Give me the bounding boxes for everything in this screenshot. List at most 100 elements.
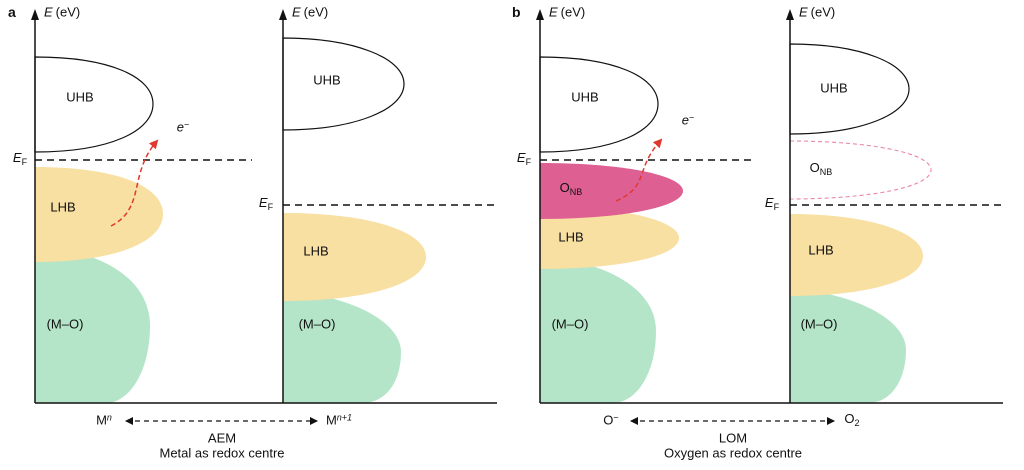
caption-a: Metal as redox centre	[159, 447, 284, 460]
mo-text: (M–O)	[551, 316, 589, 332]
onb-label-3: ONB	[560, 181, 583, 197]
mo-band-4	[790, 289, 906, 403]
mo-label-2: (M–O)	[299, 318, 336, 331]
uhb-band-4	[789, 43, 910, 135]
lhb-band-2	[283, 213, 426, 301]
uhb-text: UHB	[66, 89, 94, 105]
axis-arrowhead-3	[536, 9, 544, 20]
lhb-label-2: LHB	[303, 245, 328, 258]
species-superscript: −	[613, 412, 619, 423]
axis-arrowhead-2	[279, 9, 287, 20]
energy-symbol: E	[549, 4, 558, 20]
species-a-left: Mn	[96, 412, 112, 428]
axis-arrowhead-4	[786, 9, 794, 20]
electron-text: e	[681, 112, 689, 128]
energy-symbol: E	[292, 4, 301, 20]
species-subscript: 2	[854, 418, 860, 428]
uhb-label-3: UHB	[571, 91, 598, 104]
fermi-symbol: E	[258, 195, 268, 210]
energy-symbol: E	[44, 4, 53, 20]
energy-unit: (eV)	[55, 4, 81, 20]
electron-label-3: e−	[681, 112, 695, 128]
mo-label-1: (M–O)	[47, 318, 84, 331]
fermi-label-1: EF	[13, 151, 27, 167]
mo-label-3: (M–O)	[552, 318, 589, 331]
axis-label-2: E(eV)	[292, 6, 328, 19]
electron-label-1: e−	[176, 119, 190, 135]
mo-band-2	[283, 291, 401, 403]
fermi-subscript: F	[21, 157, 28, 167]
axis-label-4: E(eV)	[799, 6, 835, 19]
lhb-text: LHB	[558, 229, 584, 245]
panel-a-tag: a	[8, 5, 16, 19]
axis-arrowhead-1	[31, 9, 39, 20]
mechanism-text: AEM	[207, 430, 237, 446]
species-b-right: O2	[844, 412, 859, 428]
uhb-band-1	[34, 56, 154, 153]
fermi-subscript: F	[267, 202, 274, 212]
uhb-text: UHB	[571, 89, 599, 105]
fermi-label-3: EF	[517, 151, 531, 167]
fermi-symbol: E	[12, 150, 22, 165]
lhb-text: LHB	[50, 199, 76, 215]
panel-b-tag: b	[512, 5, 521, 19]
species-a-right: Mn+1	[325, 412, 353, 428]
energy-unit: (eV)	[560, 4, 586, 20]
lhb-text: LHB	[808, 242, 834, 258]
onb-text: O	[559, 180, 570, 195]
mo-text: (M–O)	[298, 316, 336, 332]
fermi-subscript: F	[525, 157, 532, 167]
mechanism-text: LOM	[718, 430, 748, 446]
fermi-label-2: EF	[259, 196, 273, 212]
electron-superscript: −	[688, 112, 695, 123]
energy-unit: (eV)	[303, 4, 329, 20]
species-b-left: O−	[603, 412, 619, 428]
caption-b: Oxygen as redox centre	[664, 447, 802, 460]
panel-b-tag-text: b	[512, 4, 521, 20]
lhb-label-4: LHB	[808, 244, 833, 257]
species-superscript: n	[106, 412, 112, 423]
uhb-band-3	[539, 56, 659, 153]
uhb-band-2	[282, 37, 405, 131]
species-base: O	[603, 412, 614, 428]
mo-label-4: (M–O)	[801, 318, 838, 331]
onb-text: O	[809, 160, 820, 175]
uhb-text: UHB	[313, 72, 341, 88]
mo-text: (M–O)	[800, 316, 838, 332]
axis-label-3: E(eV)	[549, 6, 585, 19]
species-base: M	[96, 412, 107, 428]
electron-arrow-3	[615, 138, 663, 202]
onb-subscript: NB	[819, 167, 833, 177]
fermi-symbol: E	[516, 150, 526, 165]
mo-band-3	[540, 257, 656, 403]
electron-superscript: −	[183, 119, 190, 130]
species-base: M	[325, 412, 337, 428]
panel-a-tag-text: a	[8, 4, 16, 20]
mechanism-b-label: LOM	[719, 432, 747, 445]
energy-symbol: E	[799, 4, 808, 20]
onb-band-empty	[789, 140, 932, 200]
onb-subscript: NB	[569, 187, 583, 197]
onb-band-filled	[540, 163, 683, 219]
lhb-band-4	[790, 214, 923, 296]
lhb-band-1	[35, 167, 163, 262]
lhb-band-3	[540, 206, 679, 269]
lhb-label-1: LHB	[50, 201, 75, 214]
onb-label-4: ONB	[810, 161, 833, 177]
lhb-label-3: LHB	[558, 231, 583, 244]
axis-label-1: E(eV)	[44, 6, 80, 19]
energy-unit: (eV)	[810, 4, 836, 20]
caption-text: Metal as redox centre	[159, 445, 285, 461]
uhb-label-4: UHB	[820, 82, 847, 95]
electron-arrow-1	[110, 139, 159, 227]
mo-text: (M–O)	[46, 316, 84, 332]
mechanism-a-label: AEM	[208, 432, 236, 445]
fermi-symbol: E	[764, 195, 774, 210]
uhb-label-1: UHB	[66, 91, 93, 104]
lhb-text: LHB	[303, 243, 329, 259]
electron-text: e	[176, 119, 184, 135]
uhb-text: UHB	[820, 80, 848, 96]
species-superscript: n+1	[336, 412, 353, 423]
